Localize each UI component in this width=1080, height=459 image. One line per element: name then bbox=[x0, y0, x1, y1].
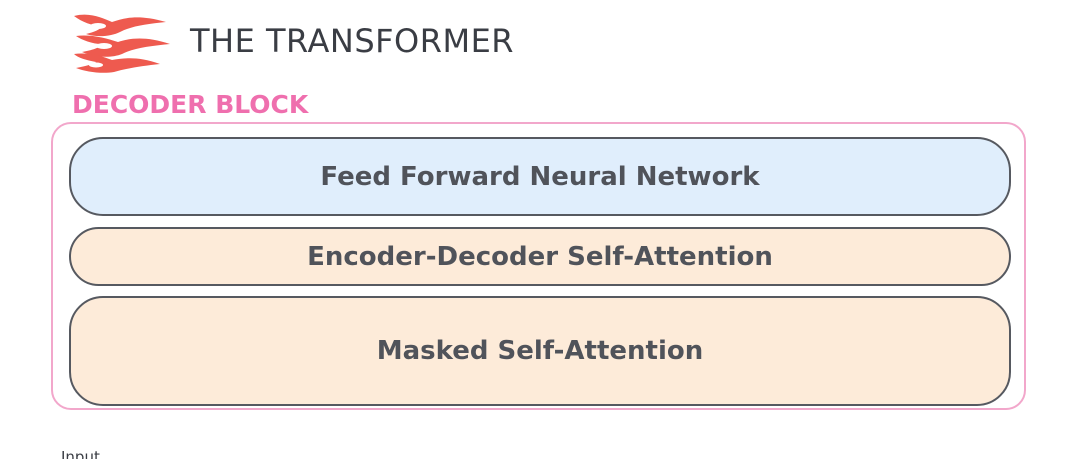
masked-self-attention-label: Masked Self-Attention bbox=[376, 336, 704, 366]
decoder-block-label: DECODER BLOCK bbox=[72, 90, 309, 119]
flame-logo-icon bbox=[74, 14, 170, 73]
feed-forward-layer-label: Feed Forward Neural Network bbox=[320, 161, 760, 192]
feed-forward-layer: Feed Forward Neural Network bbox=[69, 137, 1011, 216]
input-label: Input bbox=[61, 448, 100, 459]
page-title: THE TRANSFORMER bbox=[190, 22, 515, 60]
encoder-decoder-attention-layer: Encoder-Decoder Self-Attention bbox=[69, 227, 1011, 286]
masked-self-attention-layer: Masked Self-Attention bbox=[69, 296, 1011, 406]
encoder-decoder-attention-label: Encoder-Decoder Self-Attention bbox=[307, 241, 773, 272]
decoder-block-frame bbox=[51, 122, 1026, 410]
